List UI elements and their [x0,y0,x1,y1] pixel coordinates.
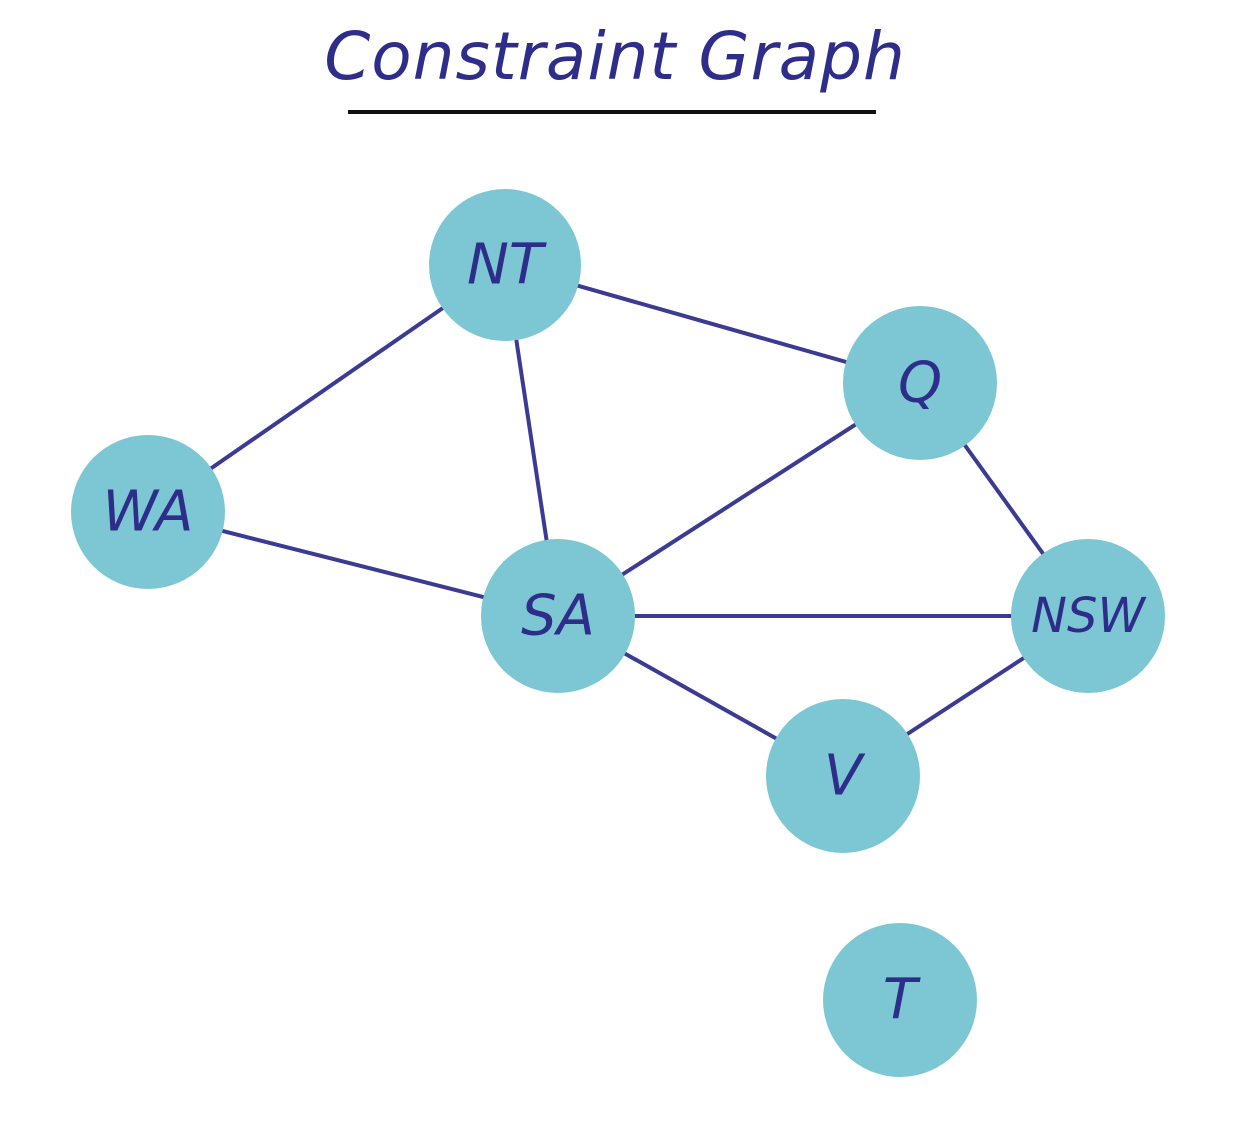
node-nsw: NSW [1011,539,1165,693]
node-t: T [823,923,977,1077]
node-nt: NT [429,189,581,341]
node-v: V [766,699,920,853]
node-label-sa: SA [521,584,595,649]
node-wa: WA [71,435,225,589]
title-underline [348,110,876,114]
node-label-wa: WA [103,480,194,545]
node-label-v: V [824,744,866,809]
node-q: Q [843,306,997,460]
diagram-title: Constraint Graph [324,18,906,95]
node-circle-nsw [1011,539,1165,693]
node-circle-sa [481,539,635,693]
node-circle-wa [71,435,225,589]
node-label-nsw: NSW [1031,588,1146,644]
node-label-nt: NT [467,233,547,298]
node-sa: SA [481,539,635,693]
node-circle-v [766,699,920,853]
node-label-q: Q [898,351,942,416]
node-circle-nt [429,189,581,341]
nodes-layer: NT Q WA SA NSW V T [71,189,1165,1077]
node-label-t: T [883,968,921,1033]
node-circle-q [843,306,997,460]
node-circle-t [823,923,977,1077]
